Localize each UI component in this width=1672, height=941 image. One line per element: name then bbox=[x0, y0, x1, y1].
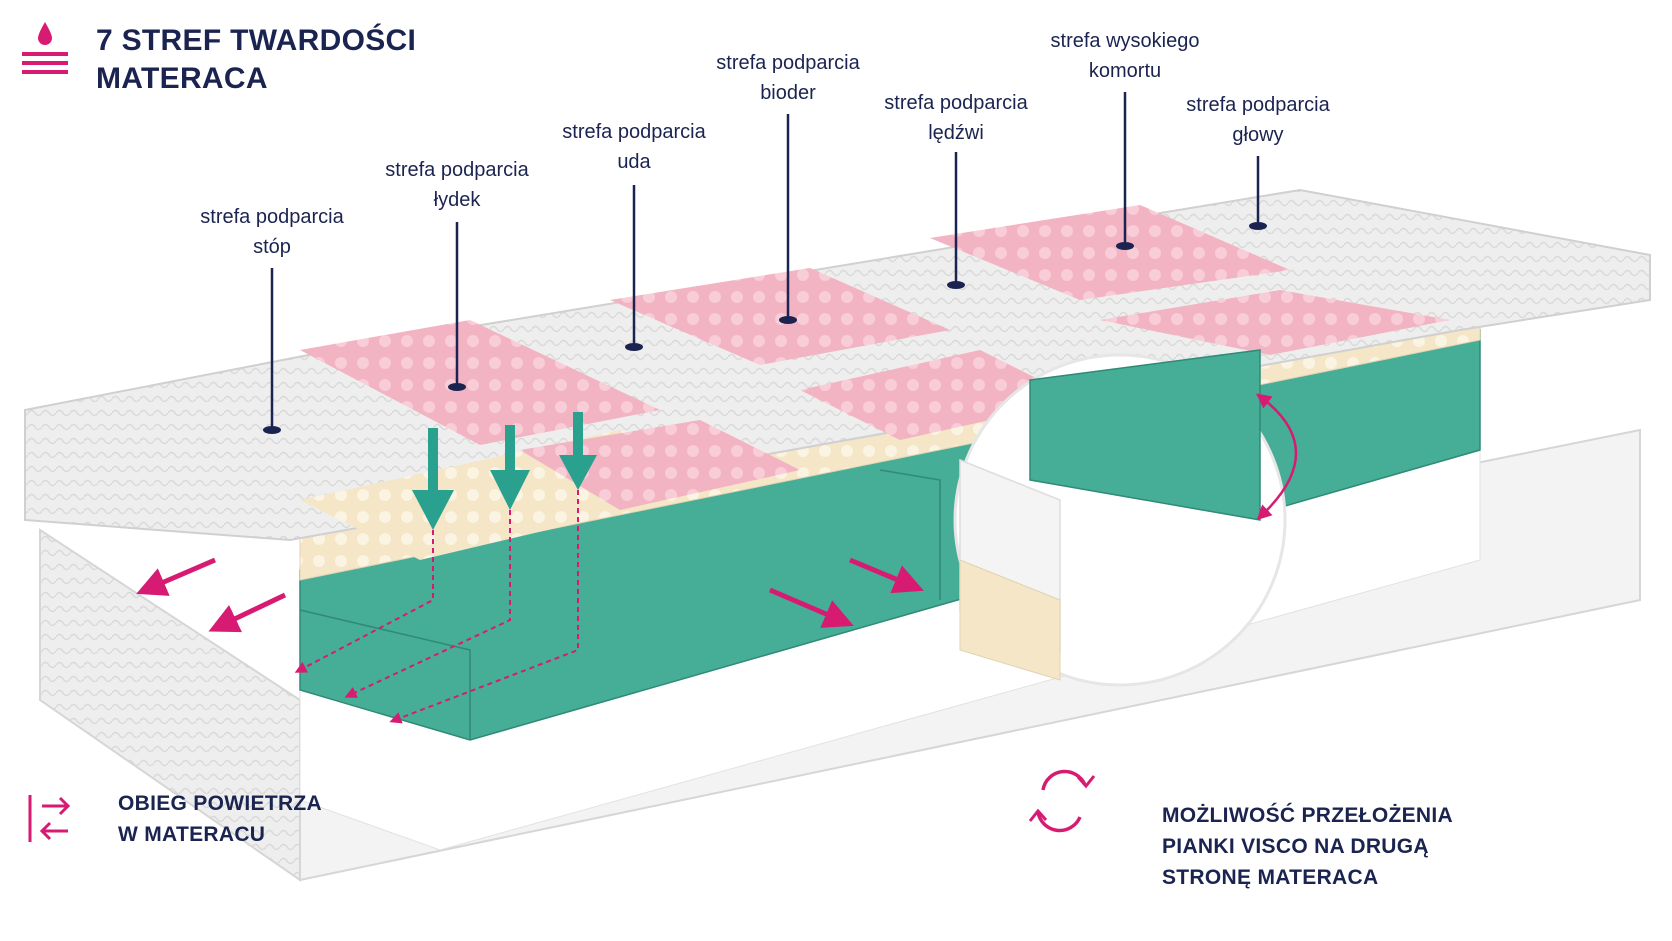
zone-leader-lines bbox=[270, 92, 1260, 430]
pressure-arrows bbox=[412, 412, 597, 530]
air-circulation-icon bbox=[28, 795, 71, 842]
air-paths bbox=[294, 490, 579, 724]
air-arrows bbox=[136, 557, 924, 633]
flip-icon bbox=[1028, 769, 1096, 833]
title-line-1: 7 STREF TWARDOŚCI bbox=[96, 24, 417, 57]
zone-label-head: strefa podparcia głowy bbox=[1186, 94, 1330, 146]
zone-label-thighs: strefa podparcia uda bbox=[562, 121, 706, 173]
pink-zone-hip bbox=[610, 268, 950, 365]
flip-arrow bbox=[1256, 393, 1298, 521]
zone-label-calves: strefa podparcia łydek bbox=[385, 159, 529, 211]
pink-zone-calf bbox=[300, 320, 660, 445]
pink-zone-comfort bbox=[930, 205, 1290, 300]
zone-label-lumbar: strefa podparcia lędźwi bbox=[884, 92, 1028, 144]
title-line-2: MATERACA bbox=[96, 62, 268, 95]
zone-label-hips: strefa podparcia bioder bbox=[716, 52, 860, 104]
zone-dots bbox=[263, 222, 1267, 434]
zone-label-comfort: strefa wysokiego komortu bbox=[1050, 30, 1200, 82]
legend-air-circulation: OBIEG POWIETRZA W MATERACU bbox=[118, 792, 322, 846]
zone-label-feet: strefa podparcia stóp bbox=[200, 206, 344, 258]
page-title: 7 STREF TWARDOŚCI MATERACA bbox=[96, 22, 416, 98]
hardness-icon bbox=[22, 22, 68, 74]
legend-flip-visco: MOŻLIWOŚĆ PRZEŁOŻENIA PIANKI VISCO NA DR… bbox=[1162, 804, 1453, 889]
